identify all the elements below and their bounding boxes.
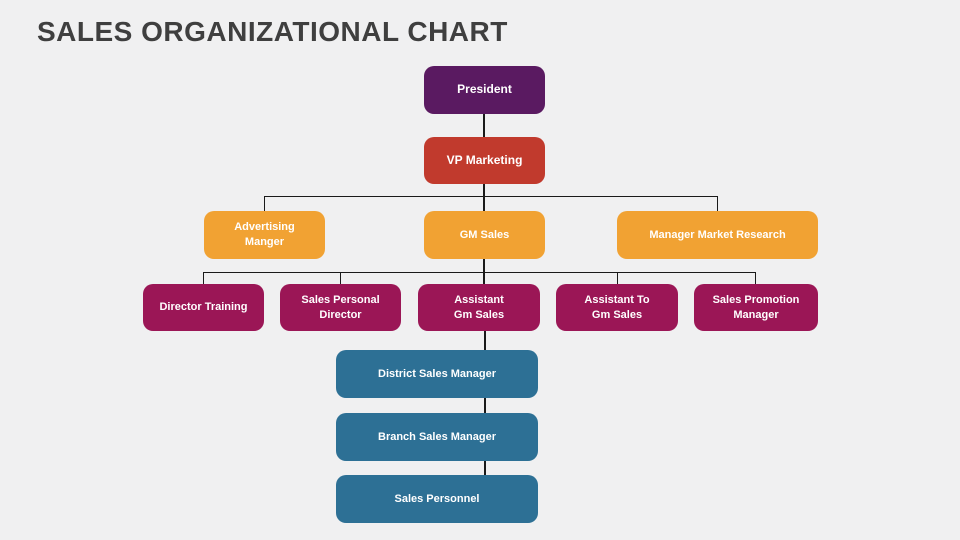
connector-drop-director-training — [203, 272, 204, 284]
connector-drop-sales-personal-director — [340, 272, 341, 284]
org-node-sales-personnel: Sales Personnel — [336, 475, 538, 523]
connector-drop-sales-promotion-manager — [755, 272, 756, 284]
org-node-assistant-to-gm-sales: Assistant To Gm Sales — [556, 284, 678, 331]
org-node-assistant-gm-sales: Assistant Gm Sales — [418, 284, 540, 331]
org-node-branch-sales-manager: Branch Sales Manager — [336, 413, 538, 461]
connector-drop-advertising — [264, 196, 265, 211]
connector-gmsales-drop — [483, 259, 485, 284]
connector-district-branch — [484, 398, 486, 413]
org-node-vp-marketing: VP Marketing — [424, 137, 545, 184]
connector-level4-rail — [203, 272, 756, 273]
slide-title: SALES ORGANIZATIONAL CHART — [37, 16, 508, 47]
org-node-advertising-manager: Advertising Manger — [204, 211, 325, 259]
org-node-sales-promotion-manager: Sales Promotion Manager — [694, 284, 818, 331]
connector-drop-market-research — [717, 196, 718, 211]
connector-drop-assistant-to-gm-sales — [617, 272, 618, 284]
org-node-district-sales-manager: District Sales Manager — [336, 350, 538, 398]
org-node-president: President — [424, 66, 545, 114]
org-node-director-training: Director Training — [143, 284, 264, 331]
org-node-gm-sales: GM Sales — [424, 211, 545, 259]
connector-vp-drop — [483, 184, 485, 211]
org-node-manager-market-research: Manager Market Research — [617, 211, 818, 259]
connector-branch-personnel — [484, 461, 486, 475]
connector-president-vp — [483, 114, 485, 137]
connector-assistant-district — [484, 331, 486, 350]
org-node-sales-personal-director: Sales Personal Director — [280, 284, 401, 331]
connector-level3-rail — [264, 196, 718, 197]
